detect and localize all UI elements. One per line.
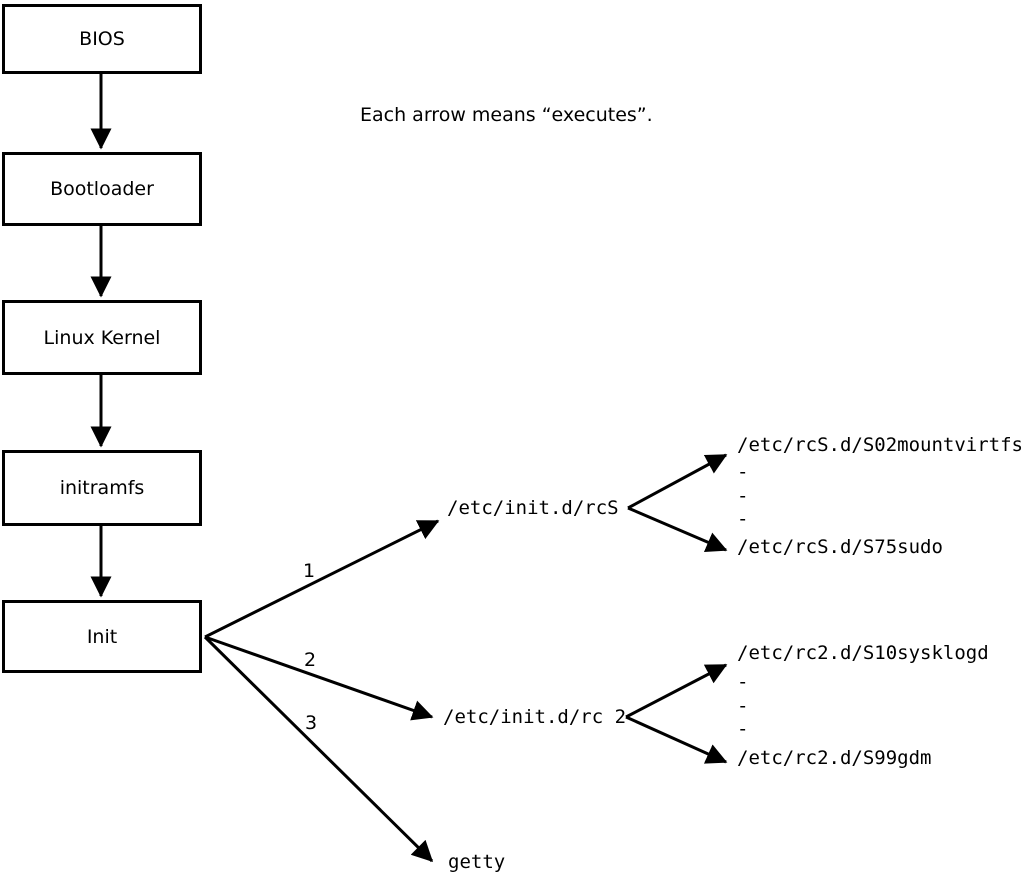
label-etc-init-d-rcS: /etc/init.d/rcS (447, 497, 619, 519)
arrow-rcS-to-s02mountvirtfs (627, 453, 728, 510)
label-rc2-dash-3: - (737, 718, 749, 740)
box-initramfs-label: initramfs (59, 477, 145, 499)
box-bios-label: BIOS (79, 28, 125, 50)
box-bios: BIOS (2, 4, 202, 74)
arrow-rcS-to-s75sudo (627, 506, 728, 552)
label-getty: getty (448, 851, 506, 873)
arrow-init-to-rcS (204, 519, 440, 639)
label-rcS-dash-2: - (737, 485, 749, 507)
branch-number-3: 3 (305, 712, 318, 734)
arrow-init-to-rc2 (204, 635, 434, 721)
label-rcS-dash-1: - (737, 461, 749, 483)
box-linux-kernel: Linux Kernel (2, 300, 202, 375)
label-rc2-dash-2: - (737, 695, 749, 717)
label-rc2-dash-1: - (737, 671, 749, 693)
label-rc2-s99gdm: /etc/rc2.d/S99gdm (737, 747, 932, 769)
box-linux-kernel-label: Linux Kernel (43, 326, 161, 349)
legend-note: Each arrow means “executes”. (360, 104, 653, 126)
label-rc2-s10sysklogd: /etc/rc2.d/S10sysklogd (737, 642, 989, 664)
label-rcS-dash-3: - (737, 508, 749, 530)
label-etc-init-d-rc2: /etc/init.d/rc 2 (443, 706, 627, 728)
box-bootloader-label: Bootloader (50, 178, 154, 200)
arrow-rc2-to-s10sysklogd (625, 663, 728, 719)
label-rcS-s02mountvirtfs: /etc/rcS.d/S02mountvirtfs (737, 434, 1023, 456)
arrow-init-to-getty (203, 635, 434, 863)
arrow-rc2-to-s99gdm (625, 715, 728, 764)
box-initramfs: initramfs (2, 450, 202, 526)
branch-number-2: 2 (304, 649, 317, 671)
box-init-label: Init (86, 625, 118, 648)
label-rcS-s75sudo: /etc/rcS.d/S75sudo (737, 536, 943, 558)
branch-number-1: 1 (303, 560, 316, 582)
box-bootloader: Bootloader (2, 152, 202, 226)
box-init: Init (2, 600, 202, 673)
